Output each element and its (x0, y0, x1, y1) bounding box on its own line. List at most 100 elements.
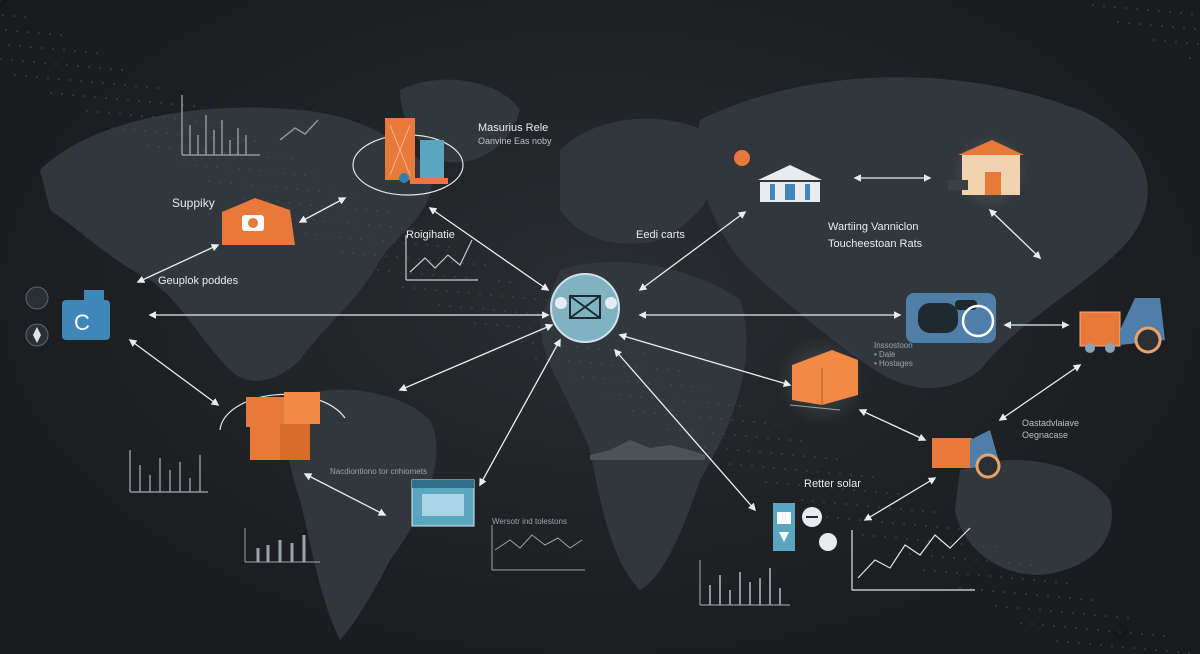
map-dot (99, 67, 101, 69)
crates-icon[interactable] (777, 335, 867, 425)
map-dot (25, 75, 27, 77)
map-dot (615, 379, 617, 381)
map-dot (490, 294, 492, 296)
label-chart-caption-a: Nacdiontiono tor cnhiomets (330, 467, 427, 476)
camera-box-icon[interactable] (222, 198, 295, 245)
label-geuplok: Geuplok poddes (158, 275, 239, 287)
map-dot (862, 534, 864, 536)
map-dot (80, 80, 82, 82)
map-dot (535, 357, 537, 359)
map-dot (817, 471, 819, 473)
map-dot (296, 188, 298, 190)
map-dot (931, 555, 933, 557)
map-dot (44, 62, 46, 64)
map-dot (534, 298, 536, 300)
map-dot (426, 244, 428, 246)
map-dot (728, 404, 730, 406)
map-dot (208, 180, 210, 182)
map-dot (202, 150, 204, 152)
warehouse-icon[interactable] (948, 134, 1028, 210)
label-chart-caption-b: Wersotr ind tolestons (492, 517, 567, 526)
map-dot (263, 185, 265, 187)
map-dot (485, 323, 487, 325)
map-dot (756, 436, 758, 438)
map-dot (110, 68, 112, 70)
map-dot (1020, 622, 1022, 624)
map-dot (651, 397, 653, 399)
connection-arrow (613, 348, 757, 512)
map-dot (704, 446, 706, 448)
info-list-text: Hostages (879, 359, 913, 368)
storefront-icon[interactable] (411, 479, 475, 527)
boxes-icon[interactable] (219, 392, 346, 460)
map-dot (402, 286, 404, 288)
map-dot (831, 487, 833, 489)
map-dot (601, 363, 603, 365)
map-dot (1133, 647, 1135, 649)
map-dot (321, 205, 323, 207)
map-dot (230, 182, 232, 184)
map-dot (357, 223, 359, 225)
map-dot (914, 524, 916, 526)
map-dot (889, 507, 891, 509)
map-dot (673, 399, 675, 401)
map-dot (260, 170, 262, 172)
map-dot (484, 264, 486, 266)
map-dot (582, 376, 584, 378)
map-dot (138, 100, 140, 102)
container-icon[interactable] (906, 293, 996, 343)
map-dot (288, 202, 290, 204)
label-warehouse-sub: Toucheestoan Rats (828, 238, 923, 250)
map-dot (377, 269, 379, 271)
map-dot (709, 417, 711, 419)
label-retter: Retter solar (804, 478, 861, 490)
map-dot (158, 146, 160, 148)
map-dot (692, 386, 694, 388)
map-dot (149, 101, 151, 103)
map-dot (886, 492, 888, 494)
map-dot (77, 65, 79, 67)
map-dot (243, 139, 245, 141)
map-dot (509, 281, 511, 283)
scanner-icon[interactable]: C (25, 286, 110, 347)
map-dot (346, 222, 348, 224)
forklift-icon[interactable] (1079, 298, 1165, 354)
map-dot (806, 470, 808, 472)
connection-arrow (298, 197, 347, 223)
map-dot (723, 433, 725, 435)
map-dot (593, 377, 595, 379)
map-dot (14, 74, 16, 76)
map-dot (1116, 616, 1118, 618)
map-dot (667, 369, 669, 371)
map-dot (834, 502, 836, 504)
map-dot (435, 289, 437, 291)
factory-crates-icon[interactable] (352, 118, 464, 196)
map-dot (917, 539, 919, 541)
map-dot (554, 344, 556, 346)
map-dot (715, 447, 717, 449)
map-dot (587, 347, 589, 349)
map-dot (789, 439, 791, 441)
map-dot (1083, 613, 1085, 615)
map-dot (1188, 652, 1190, 654)
bank-icon[interactable] (734, 150, 822, 202)
map-dot (612, 364, 614, 366)
map-dot (645, 367, 647, 369)
map-dot (274, 186, 276, 188)
map-dot (388, 270, 390, 272)
map-dot (0, 0, 1, 1)
map-dot (183, 163, 185, 165)
map-dot (964, 558, 966, 560)
map-dot (1105, 615, 1107, 617)
map-dot (390, 226, 392, 228)
conveyor-icon[interactable] (773, 503, 837, 551)
map-dot (1003, 591, 1005, 593)
map-dot (191, 149, 193, 151)
map-dot (656, 368, 658, 370)
map-dot (108, 112, 110, 114)
hub-icon[interactable] (550, 273, 620, 343)
map-dot (496, 324, 498, 326)
map-dot (510, 340, 512, 342)
truck-icon[interactable] (932, 430, 1001, 479)
map-dot (1175, 41, 1177, 43)
